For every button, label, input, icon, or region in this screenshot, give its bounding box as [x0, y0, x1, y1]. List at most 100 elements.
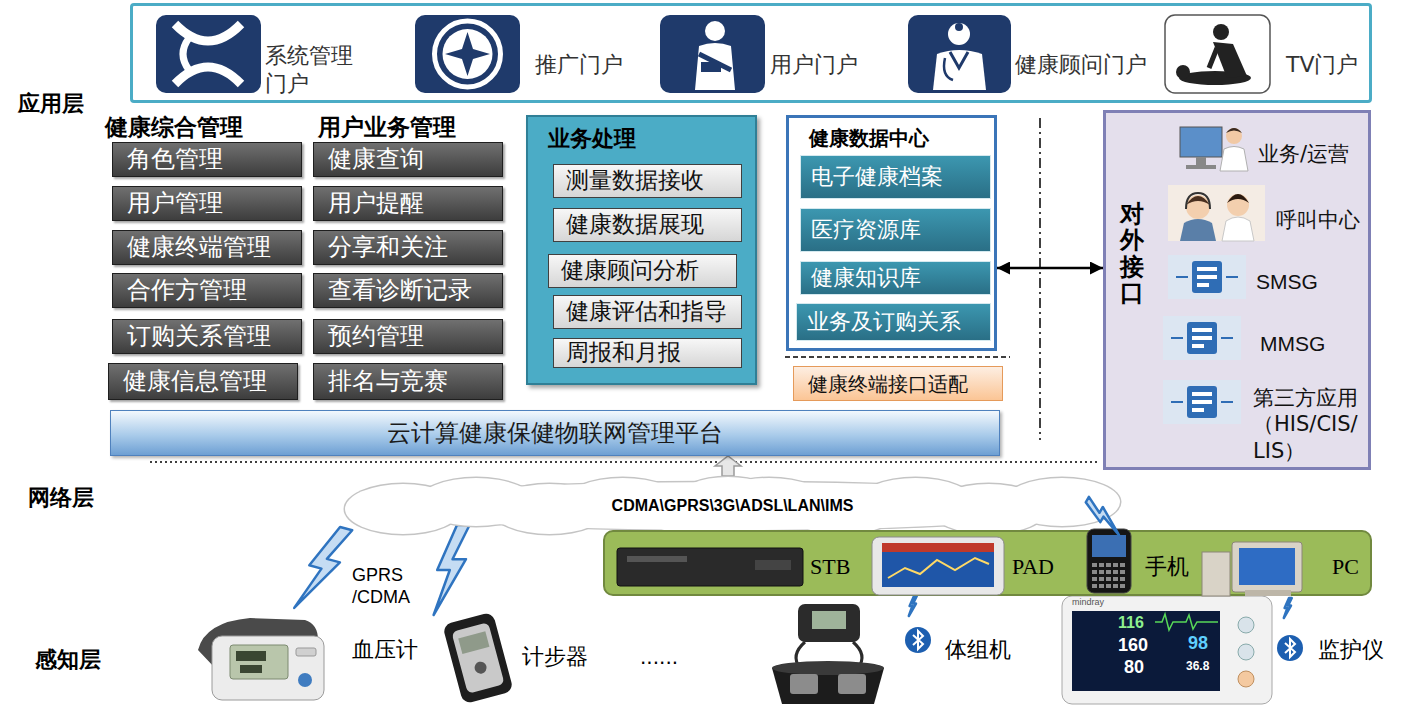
panel-heading: 业务处理	[548, 125, 636, 153]
box-label: 合作方管理	[127, 277, 247, 303]
box-label: 周报和月报	[566, 340, 681, 365]
icon-person	[1222, 217, 1254, 241]
data-box: 业务及订购关系	[796, 303, 991, 341]
zone-divider	[785, 356, 1010, 358]
bar-label: 云计算健康保健物联网管理平台	[387, 420, 723, 446]
lcd	[230, 645, 288, 679]
box-label: 订购关系管理	[127, 323, 271, 349]
layer-label: 感知层	[35, 648, 101, 672]
data-box: 健康知识库	[800, 261, 991, 295]
node-illustration	[605, 532, 1374, 598]
box-label: 角色管理	[127, 146, 223, 172]
function-box: 健康查询	[313, 142, 503, 177]
box-label: 预约管理	[328, 323, 424, 349]
tablet	[872, 537, 1004, 595]
phone-key	[1106, 563, 1111, 567]
box-label: 医疗资源库	[811, 218, 921, 242]
scale-top	[772, 661, 884, 675]
icon-tile	[415, 15, 520, 93]
icon-device	[1192, 336, 1212, 340]
icon-stand	[1186, 165, 1216, 169]
brand-mark: mindray	[1072, 598, 1104, 608]
set-top-box	[617, 548, 803, 586]
icon-glyph	[183, 38, 189, 70]
icon-device	[1192, 261, 1222, 293]
function-box: 查看诊断记录	[313, 273, 503, 308]
panel	[755, 560, 791, 570]
portal-label: 系统管理门户	[265, 42, 365, 97]
box-label: 电子健康档案	[811, 165, 943, 189]
portal-band: 系统管理门户推广门户用户门户健康顾问门户TV门户	[130, 3, 1372, 103]
box-label: 业务及订购关系	[807, 310, 961, 334]
platform-bar: 云计算健康保健物联网管理平台	[110, 410, 1000, 456]
icon-tile	[660, 15, 765, 93]
box-label: 查看诊断记录	[328, 277, 472, 303]
phone-key	[1120, 570, 1125, 574]
box-label: 测量数据接收	[566, 168, 704, 193]
bluetooth-badge	[905, 627, 931, 653]
icon-tile	[1168, 255, 1246, 299]
panel-heading: 健康数据中心	[809, 126, 929, 151]
icon-stand	[1196, 157, 1206, 165]
icon-device	[1221, 337, 1233, 339]
box-label: 分享和关注	[328, 234, 448, 260]
button	[1238, 617, 1254, 633]
adapter-box: 健康终端接口适配	[793, 366, 1003, 401]
signal-bolt	[909, 596, 917, 616]
icon-tile	[1163, 380, 1241, 424]
screen-reading: 36.8	[1186, 660, 1209, 673]
pc-tower	[1202, 552, 1230, 596]
meter-body	[212, 636, 324, 700]
interface-label: 对外接口	[1120, 201, 1144, 307]
lcd-digits	[236, 651, 266, 661]
column-heading: 用户业务管理	[318, 115, 456, 140]
icon-tile	[1165, 15, 1270, 93]
process-box: 周报和月报	[553, 338, 742, 368]
device-label: STB	[810, 553, 850, 581]
device-label: 血压计	[352, 638, 418, 662]
box-label: 健康知识库	[811, 266, 921, 290]
device-label: PC	[1332, 553, 1359, 581]
phone-key	[1092, 563, 1097, 567]
function-box: 合作方管理	[112, 273, 302, 308]
box-label: 健康查询	[328, 146, 424, 172]
portal-label: TV门户	[1286, 51, 1359, 79]
lcd-digits	[240, 665, 262, 673]
phone-key	[1106, 584, 1111, 588]
icon-device	[1226, 276, 1238, 278]
icon-glyph	[1176, 65, 1190, 79]
connector-arrow	[997, 267, 1103, 270]
device-band: STBPAD手机PC	[603, 530, 1372, 596]
data-box: 医疗资源库	[800, 208, 991, 252]
interface-label: 呼叫中心	[1276, 207, 1360, 233]
box-label: 健康终端管理	[127, 234, 271, 260]
device-label: 体组机	[945, 638, 1011, 662]
zone-divider	[1039, 118, 1041, 440]
layer-label: 应用层	[18, 92, 84, 116]
function-box: 预约管理	[313, 319, 503, 354]
function-box: 健康信息管理	[108, 363, 298, 400]
pedometer-face	[451, 622, 504, 694]
phone-key	[1092, 584, 1097, 588]
icon-device	[1187, 386, 1217, 418]
phone-key	[1099, 577, 1104, 581]
screen-bar	[882, 543, 994, 552]
phone-key	[1113, 563, 1118, 567]
icon-device	[1192, 344, 1204, 348]
button	[298, 673, 312, 687]
pc-screen	[1239, 548, 1295, 585]
icon-photo	[1168, 185, 1265, 241]
icon-glyph	[1213, 42, 1247, 78]
icon-glyph	[948, 23, 970, 45]
bluetooth-rune	[1285, 639, 1295, 657]
icon-glyph	[705, 21, 725, 41]
cloud-fill	[375, 482, 1090, 530]
handle	[798, 604, 860, 642]
icon-glyph	[944, 58, 953, 80]
button	[296, 648, 316, 656]
screen-reading: 98	[1188, 634, 1208, 654]
icon-tile	[156, 15, 261, 93]
icon-device	[1176, 276, 1188, 278]
function-box: 角色管理	[112, 142, 302, 177]
